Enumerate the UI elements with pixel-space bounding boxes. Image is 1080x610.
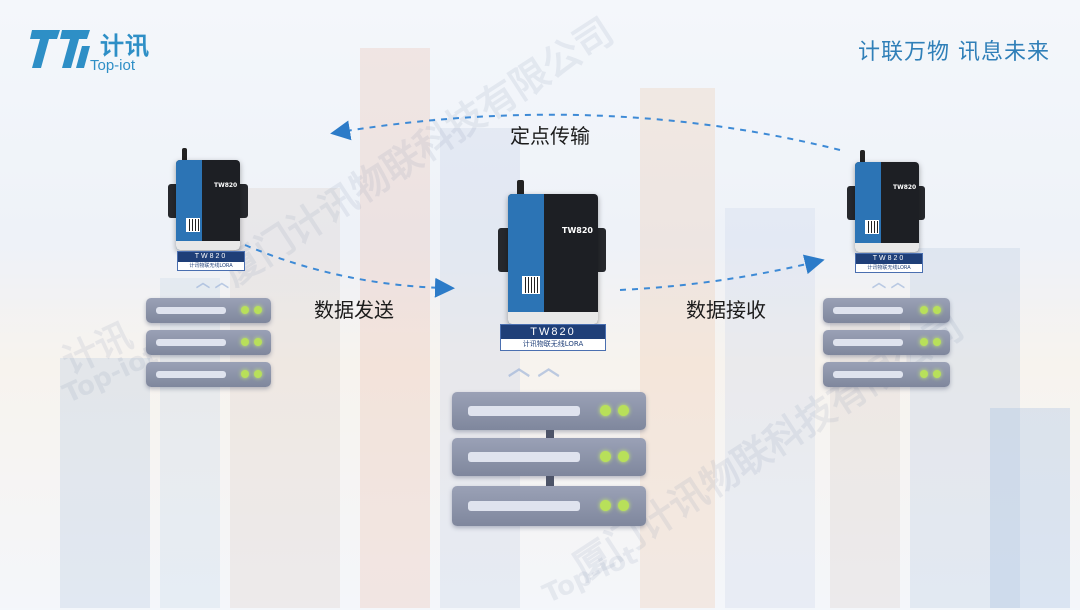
server-rack-right-1 <box>823 298 950 323</box>
server-rack-center-2 <box>452 438 646 476</box>
label-timed-transmission: 定点传输 <box>510 124 590 148</box>
device-model-label: TW820 <box>562 226 593 235</box>
server-rack-left-2 <box>146 330 271 355</box>
terminal-block <box>176 241 240 250</box>
arrow-data-receive <box>619 254 825 291</box>
logo-text-cn: 计讯 <box>100 32 150 60</box>
brand-logo <box>30 30 90 68</box>
server-rack-left-3 <box>146 362 271 387</box>
server-rack-center-3 <box>452 486 646 526</box>
slogan: 计联万物 讯息未来 <box>858 40 1050 65</box>
server-rack-right-3 <box>823 362 950 387</box>
rack-connector <box>546 430 554 438</box>
uplink-chevron-icon: ︿ ︿ <box>196 275 229 291</box>
label-data-send: 数据发送 <box>314 298 394 322</box>
lora-device-right[interactable]: TW820 <box>855 162 919 252</box>
device-qr-code <box>865 220 879 234</box>
server-rack-right-2 <box>823 330 950 355</box>
lora-device-center[interactable]: TW820 <box>508 194 598 324</box>
antenna <box>182 148 187 164</box>
server-rack-center-1 <box>452 392 646 430</box>
antenna <box>860 150 865 166</box>
rack-connector <box>546 476 554 486</box>
device-tag-right: TW820 计讯物联无线LORA <box>855 253 923 273</box>
antenna <box>517 180 524 200</box>
uplink-chevron-icon: ︿ ︿ <box>508 356 560 381</box>
device-model-label: TW820 <box>893 184 917 191</box>
server-rack-left-1 <box>146 298 271 323</box>
label-data-receive: 数据接收 <box>686 298 766 322</box>
terminal-block <box>855 243 919 252</box>
device-tag-center: TW820 计讯物联无线LORA <box>500 324 606 351</box>
device-qr-code <box>186 218 200 232</box>
uplink-chevron-icon: ︿ ︿ <box>872 275 905 291</box>
lora-device-left[interactable]: TW820 <box>176 160 240 250</box>
device-model-label: TW820 <box>214 182 238 189</box>
arrow-data-send <box>244 244 455 298</box>
logo-text-en: Top-iot <box>90 57 136 74</box>
device-qr-code <box>522 276 540 294</box>
device-tag-left: TW820 计讯物联无线LORA <box>177 251 245 271</box>
arrow-timed-transmission <box>330 113 841 151</box>
terminal-block <box>508 312 598 324</box>
